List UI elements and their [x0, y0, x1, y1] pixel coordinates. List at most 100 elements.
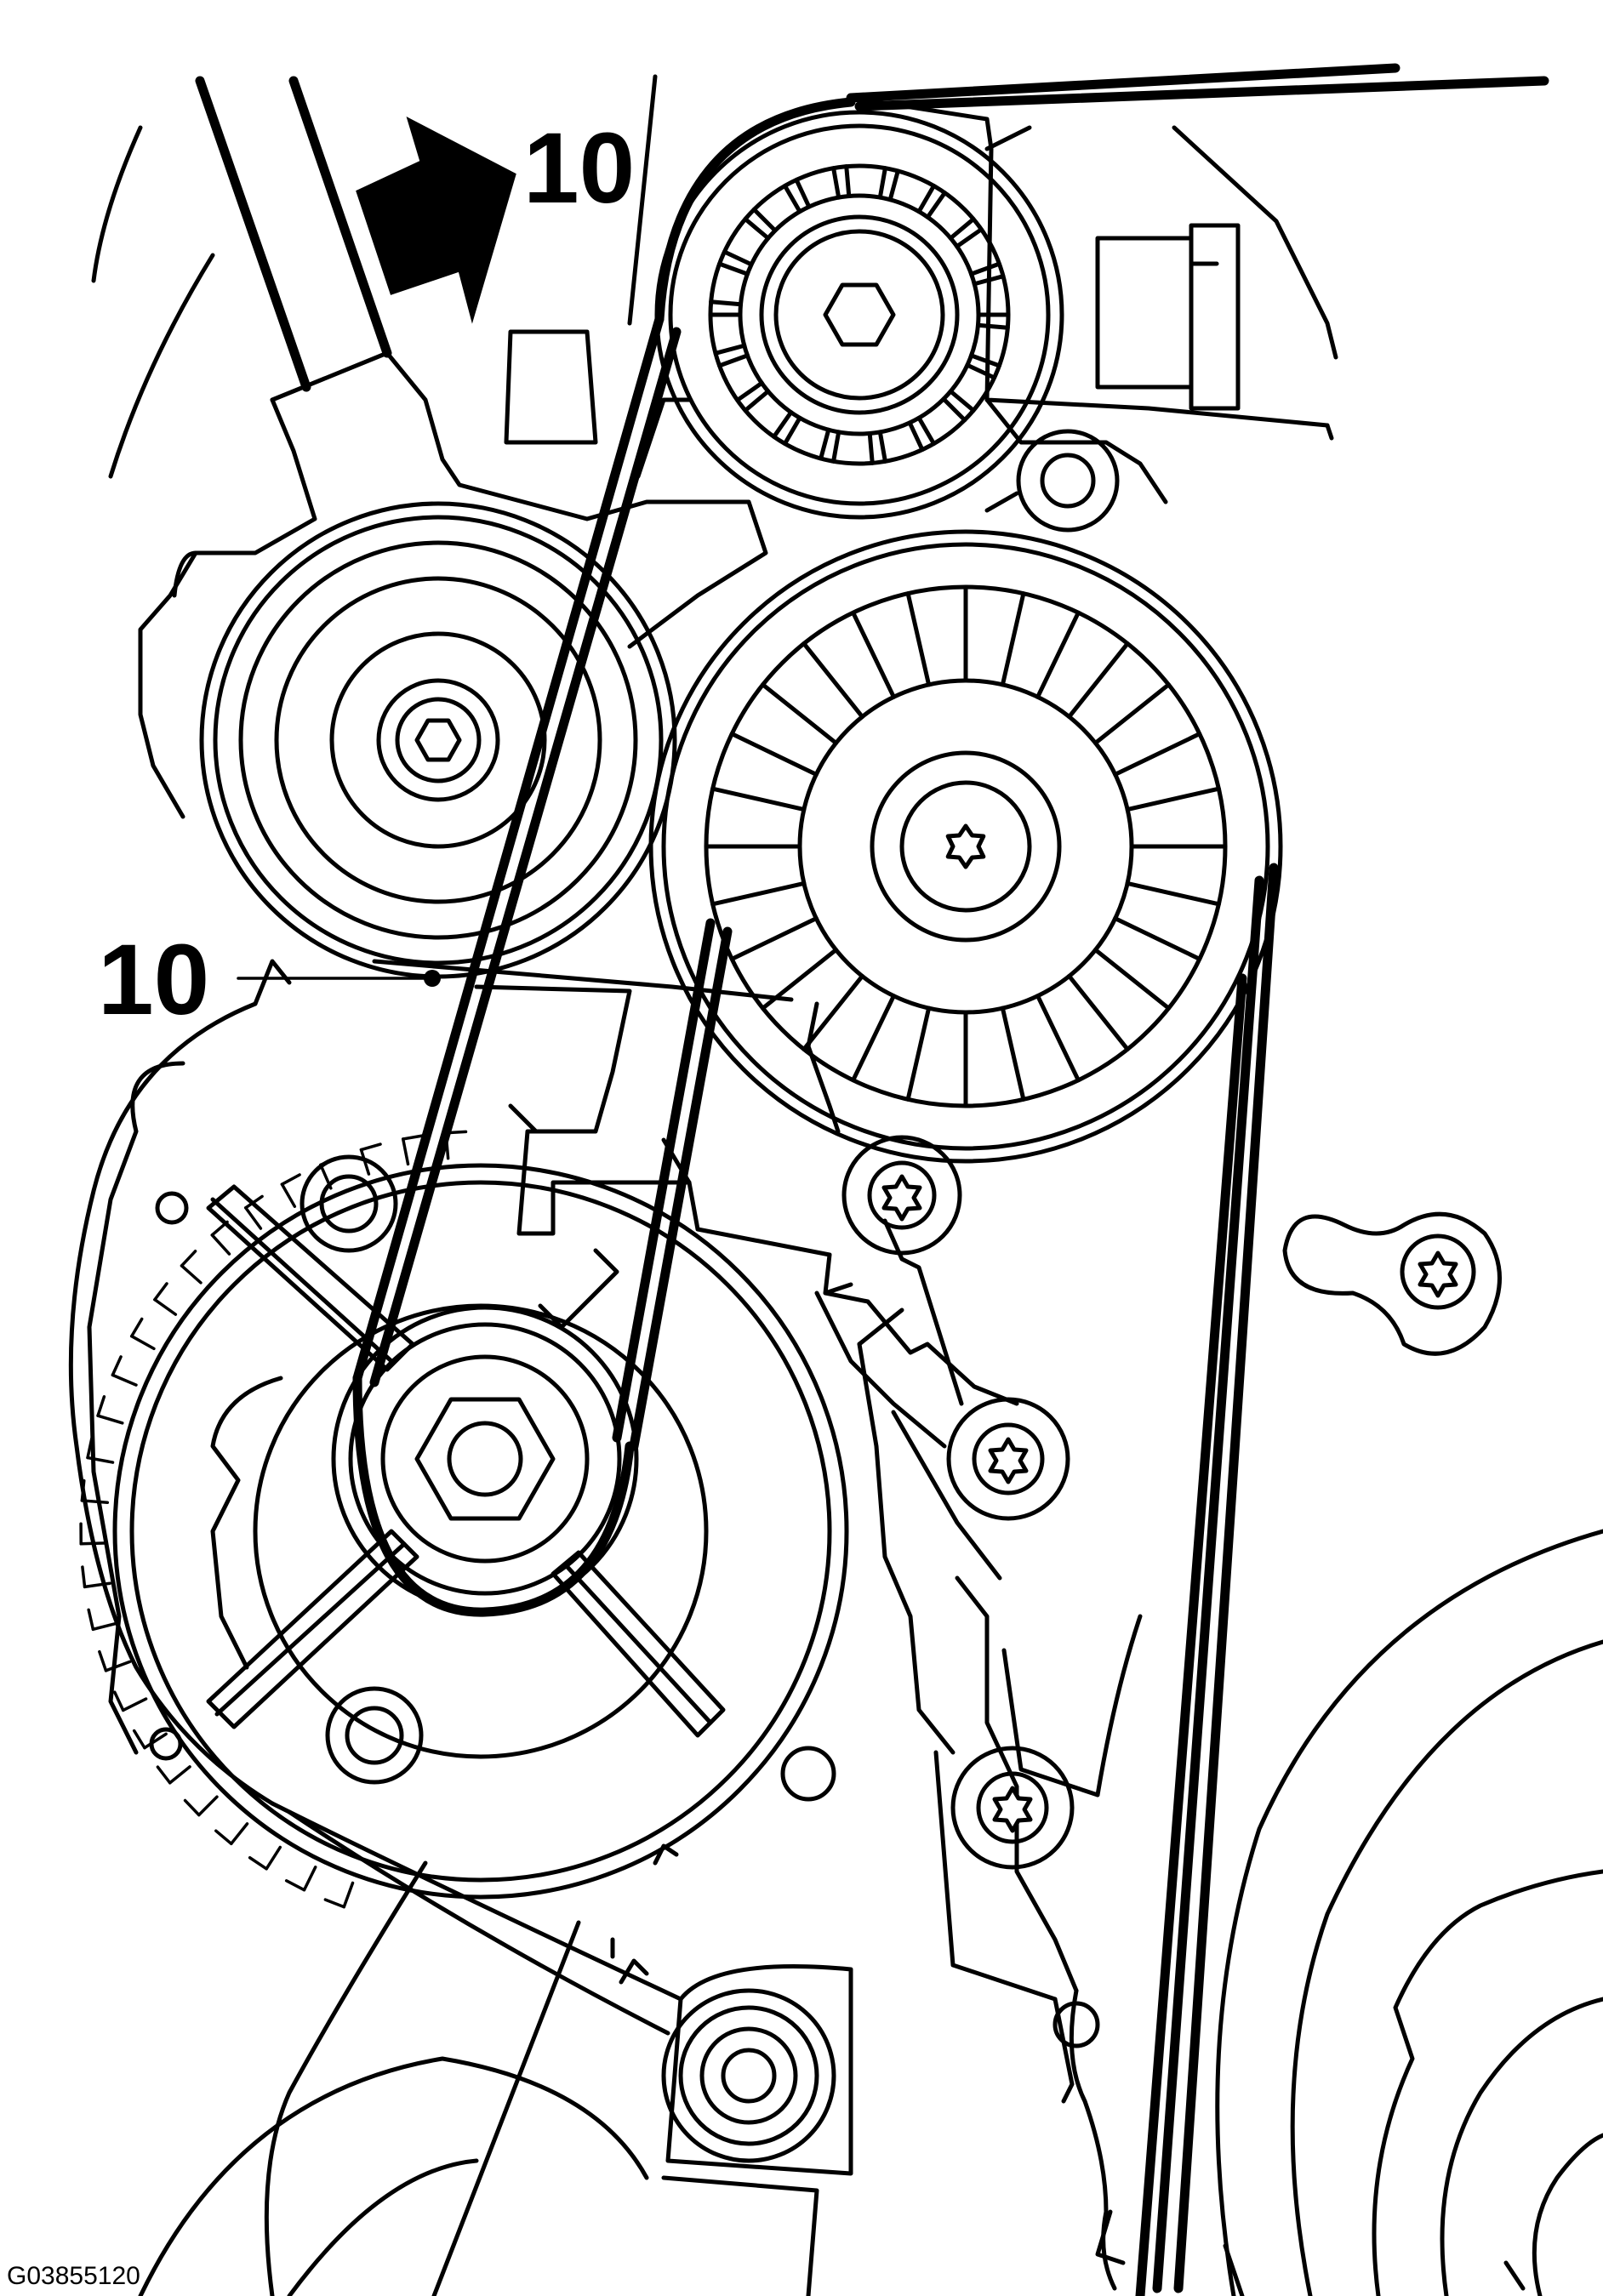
upper-right-bracket	[846, 63, 1549, 504]
hex-bolt-icon	[414, 1397, 556, 1521]
detail-line	[743, 389, 771, 413]
torx-bolt-icon	[945, 823, 986, 869]
hex-bolt-icon	[414, 718, 462, 762]
detail-line	[401, 1134, 425, 1141]
detail-line	[91, 1621, 120, 1632]
detail-line	[925, 191, 947, 219]
detail-line	[851, 610, 896, 699]
detail-line	[121, 1697, 148, 1712]
detail-line	[851, 994, 896, 1083]
lower-left-fragments	[138, 1801, 683, 2296]
bolt-right-lower-1	[946, 1397, 1070, 1521]
callout-10-leader: 10	[98, 924, 209, 1036]
detail-line	[243, 1206, 263, 1230]
detail-line	[1067, 973, 1130, 1051]
torx-bolt-icon	[988, 1437, 1029, 1484]
detail-line	[83, 1581, 112, 1589]
detail-line	[717, 353, 750, 368]
engine-bracket-middle	[372, 959, 1019, 1581]
detail-line	[877, 430, 887, 464]
detail-line	[844, 164, 852, 199]
detail-line	[819, 427, 831, 461]
detail-line	[1125, 786, 1221, 812]
detail-line	[761, 682, 839, 745]
detail-line	[905, 591, 932, 687]
detail-line	[717, 261, 750, 276]
detail-line	[1113, 916, 1202, 961]
detail-line	[111, 1355, 123, 1377]
detail-line	[710, 880, 807, 907]
detail-line	[969, 261, 1001, 276]
detail-line	[751, 207, 778, 233]
torx-bolt-icon	[1418, 1251, 1458, 1298]
detail-line	[302, 1866, 317, 1892]
callout-leader	[237, 970, 441, 987]
detail-line	[359, 1142, 382, 1152]
detail-line	[729, 916, 819, 961]
detail-line	[284, 1879, 306, 1892]
detail-line	[96, 1414, 124, 1425]
detail-line	[831, 166, 841, 200]
detail-line	[323, 1898, 346, 1909]
right-bracket	[857, 1308, 1143, 2002]
detail-line	[867, 430, 875, 465]
detail-line	[1000, 1006, 1026, 1102]
detail-line	[916, 183, 936, 214]
detail-line	[713, 343, 747, 356]
detail-line	[342, 1881, 355, 1909]
lower-small-pulley	[661, 1964, 853, 2296]
detail-line	[794, 177, 812, 209]
ribbed-idler-pulley	[648, 529, 1283, 1164]
detail-line	[197, 1795, 219, 1817]
detail-line	[802, 641, 864, 720]
detail-line	[153, 1297, 178, 1316]
detail-line	[1035, 994, 1081, 1083]
detail-line	[743, 217, 771, 241]
top-idler-pulley	[654, 110, 1064, 520]
detail-line	[1092, 948, 1171, 1011]
detail-line	[129, 1334, 156, 1351]
bolt-right-lower-2	[950, 1746, 1075, 1870]
detail-line	[965, 362, 997, 380]
detail-line	[104, 1660, 132, 1672]
detail-line	[735, 380, 764, 402]
detail-line	[887, 168, 900, 202]
detail-line	[214, 1829, 233, 1846]
wrench-bars	[91, 74, 658, 479]
detail-line	[955, 227, 984, 249]
alternator-pulley	[331, 1305, 639, 1613]
crankshaft-pulley	[1053, 1529, 1603, 2296]
detail-line	[168, 1765, 191, 1785]
detail-line	[86, 1436, 94, 1460]
tensioner-housing	[138, 329, 768, 819]
detail-line	[1000, 591, 1026, 687]
detail-line	[248, 1856, 268, 1871]
hex-bolt-icon	[823, 282, 896, 347]
detail-line	[87, 1608, 95, 1632]
torx-shape	[945, 823, 986, 869]
detail-line	[132, 1729, 146, 1750]
detail-line	[802, 973, 864, 1051]
detail-line	[1067, 641, 1130, 720]
direction-arrow	[356, 117, 516, 324]
detail-line	[210, 1233, 231, 1256]
detail-line	[709, 299, 744, 307]
bolt-right-isolated	[1282, 1211, 1502, 1356]
detail-line	[975, 322, 1010, 330]
detail-line	[265, 1845, 282, 1871]
detail-line	[729, 732, 819, 777]
detail-line	[722, 249, 754, 267]
detail-line	[280, 1173, 301, 1186]
detail-line	[1092, 682, 1171, 745]
detail-line	[86, 1456, 115, 1464]
drive-belt	[352, 97, 1279, 2296]
bolt-middle	[841, 1135, 962, 1256]
callout-10-arrow: 10	[523, 112, 635, 225]
detail-line	[783, 415, 802, 447]
detail-line	[79, 1541, 108, 1546]
detail-line	[81, 1565, 87, 1589]
detail-line	[969, 353, 1001, 368]
detail-line	[905, 1006, 932, 1102]
figure-code: G03855120	[7, 2262, 140, 2290]
